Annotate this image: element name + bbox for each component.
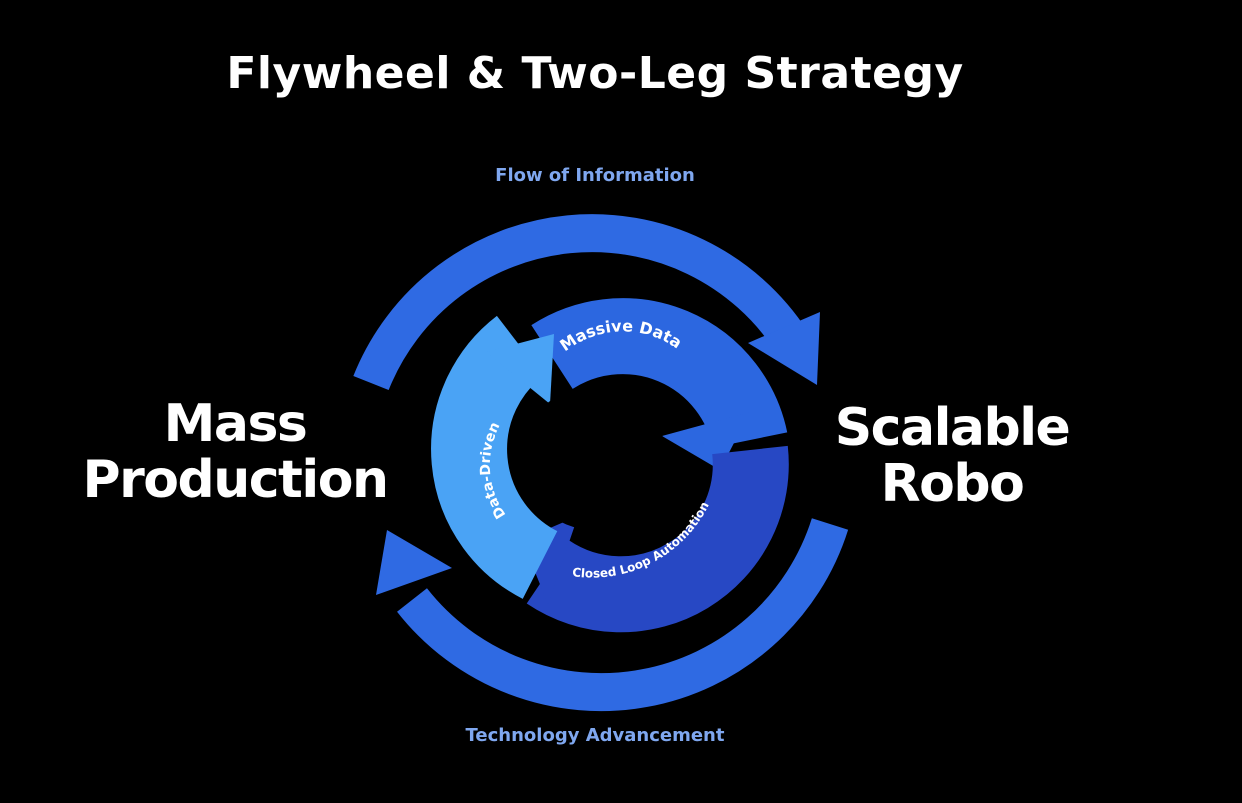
scalable-robo-label: Scalable Robo — [818, 400, 1086, 512]
scalable-robo-line1: Scalable — [834, 398, 1071, 458]
inner-cycle — [431, 298, 789, 633]
outer-arc-top — [353, 214, 808, 391]
inner-arrowhead-data-driven — [486, 334, 554, 404]
inner-hole — [522, 386, 666, 530]
mass-production-label: Mass Production — [80, 396, 390, 508]
page-title: Flywheel & Two-Leg Strategy — [226, 48, 964, 99]
outer-arrow-bottom — [376, 518, 849, 712]
technology-advancement-label: Technology Advancement — [465, 725, 725, 746]
mass-production-line2: Production — [82, 450, 389, 510]
inner-segment-massive-data — [531, 298, 788, 449]
outer-arrowhead-bottom — [376, 530, 452, 595]
inner-arrowhead-massive-data — [662, 412, 750, 470]
outer-arrow-top — [353, 214, 820, 391]
inner-segment-closed-loop — [526, 445, 789, 633]
outer-arrowhead-top — [748, 312, 820, 385]
flow-of-information-label: Flow of Information — [495, 165, 695, 186]
inner-segment-data-driven — [431, 315, 559, 599]
outer-arc-bottom — [397, 518, 849, 712]
scalable-robo-line2: Robo — [880, 454, 1025, 514]
mass-production-line1: Mass — [163, 394, 308, 454]
